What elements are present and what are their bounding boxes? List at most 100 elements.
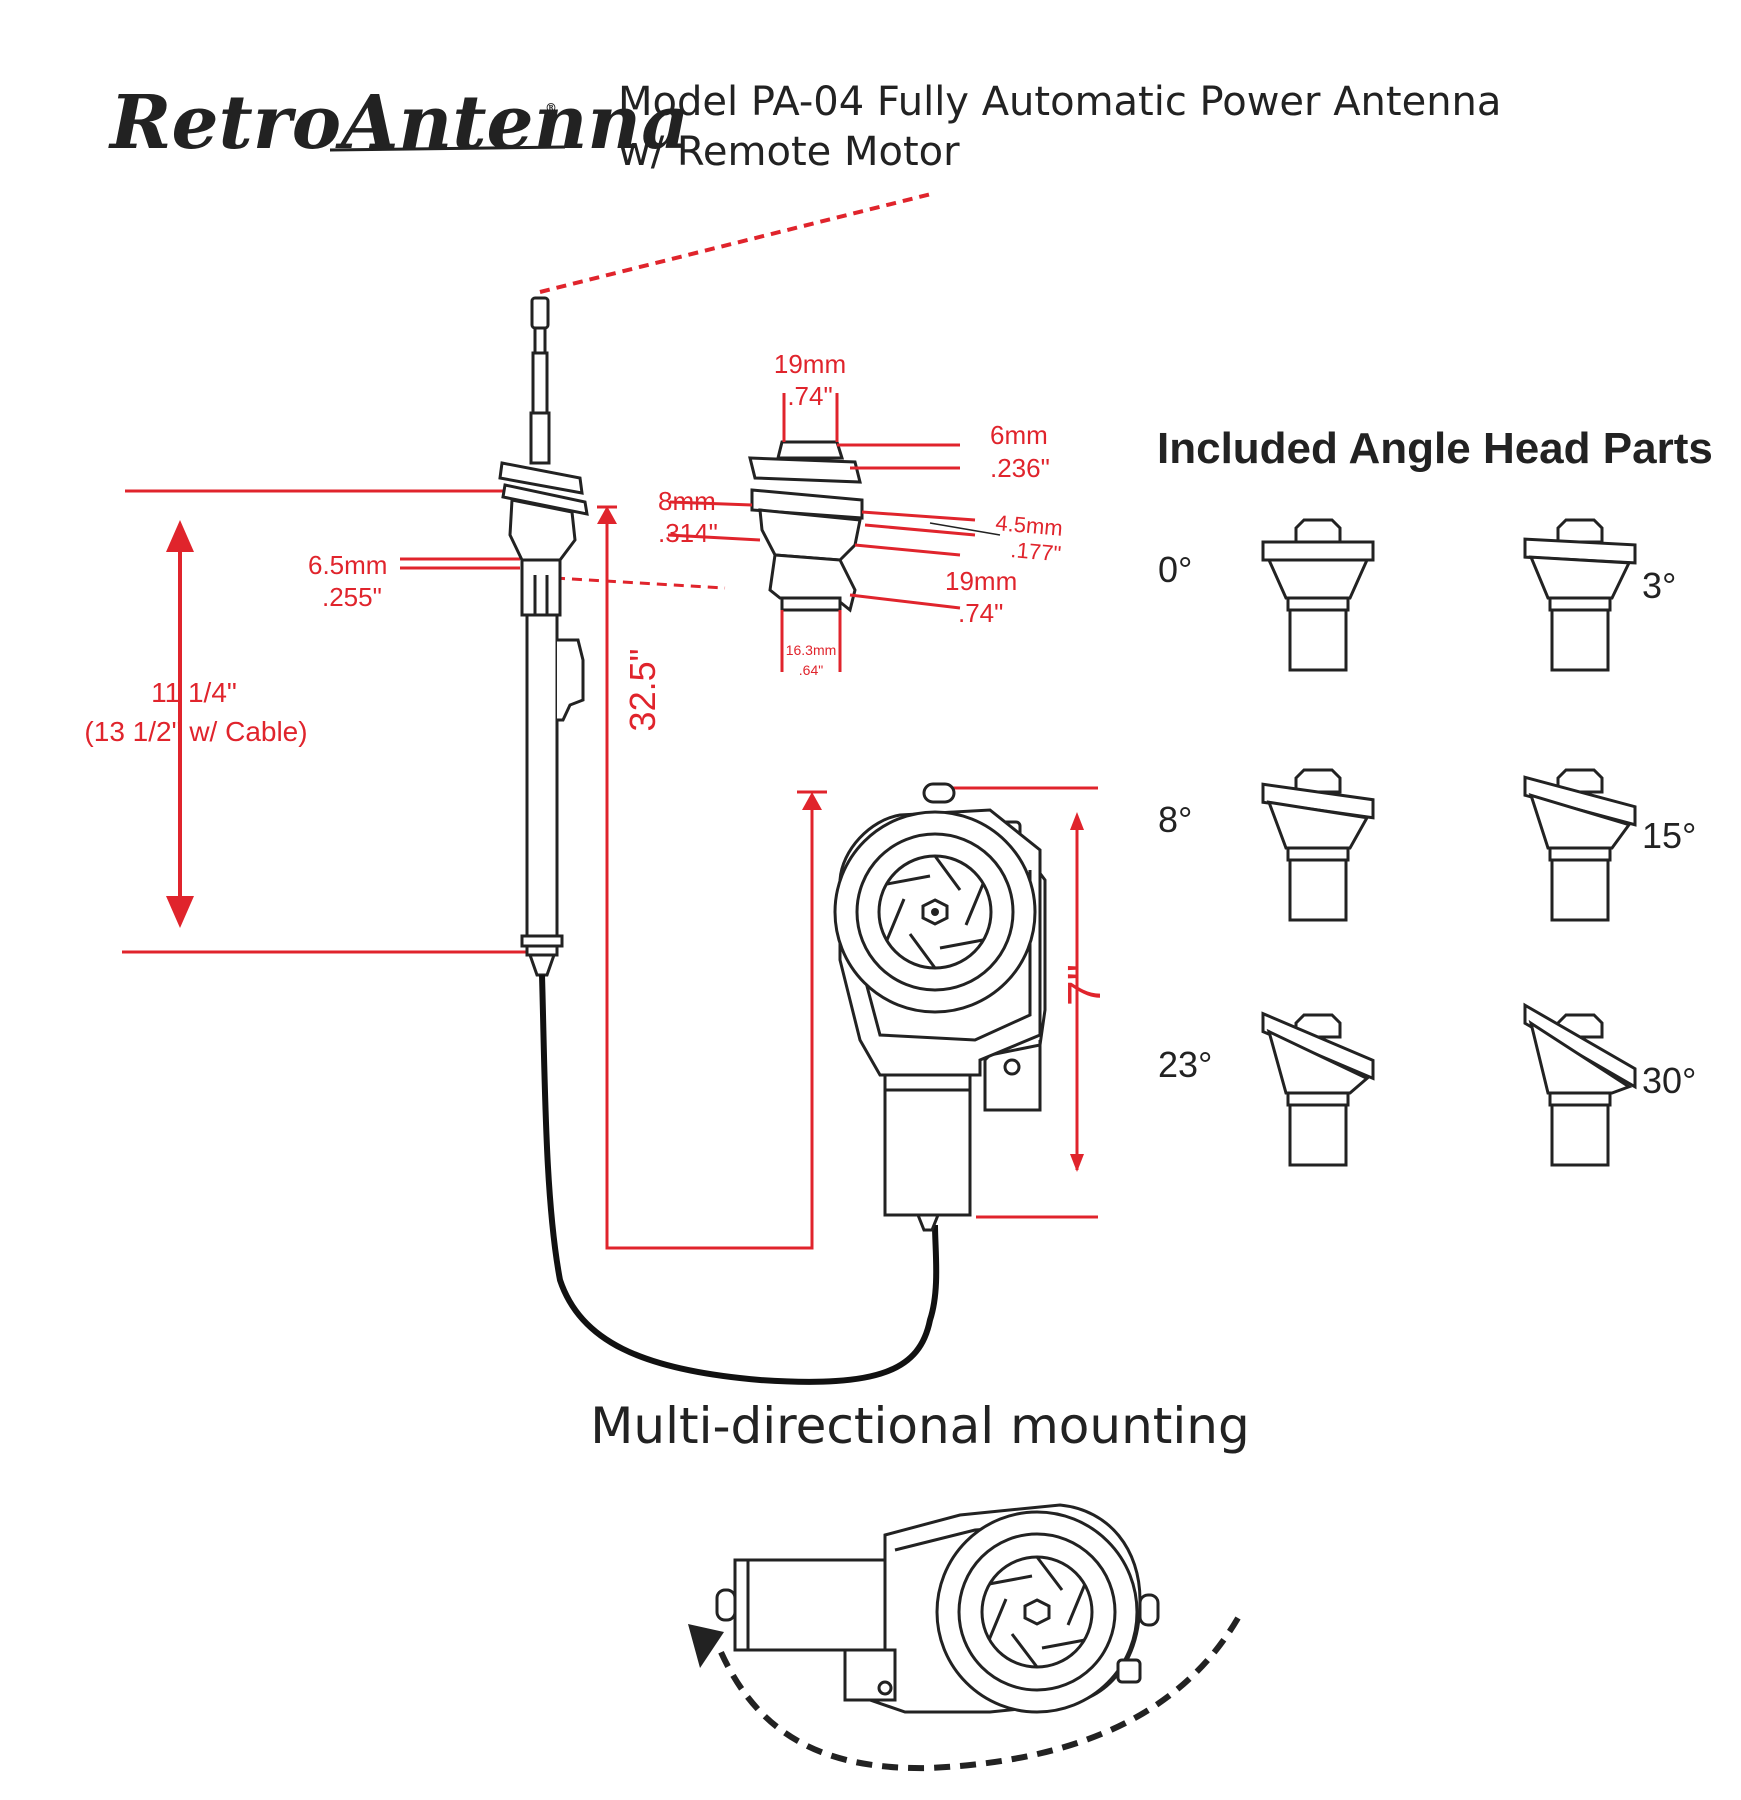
detail-body-lines [849, 543, 961, 610]
angle-part-washer [1261, 782, 1375, 820]
angle-part-label: 3° [1642, 565, 1676, 606]
mast-diameter-mm: 6.5mm [308, 550, 387, 580]
head-nut-in: .236" [990, 453, 1050, 483]
mast-extension-line [539, 191, 936, 294]
angle-part-bezel [1528, 793, 1632, 850]
angle-part-neck [1286, 1091, 1350, 1107]
mast-segment-2 [531, 351, 549, 415]
angle-part-tube [1288, 1103, 1348, 1167]
head-body-in: .74" [958, 598, 1003, 628]
mount-ring [501, 483, 589, 516]
mounting-caption: Multi-directional mounting [590, 1397, 1249, 1455]
angle-parts-heading: Included Angle Head Parts [1157, 424, 1713, 473]
angle-part-bezel [1528, 555, 1632, 600]
mast-tip [530, 296, 550, 330]
cable-bracket [557, 638, 585, 722]
head-base-mm: 16.3mm [786, 642, 837, 658]
detail-left-lines [667, 500, 761, 542]
body-length: 11 1/4" [151, 677, 237, 708]
motor-mount-bolt [1003, 1058, 1021, 1076]
motor-arrow-up [802, 792, 822, 810]
detail-washer-top [748, 456, 862, 484]
angle-part-tube [1288, 858, 1348, 922]
detail-body [768, 553, 857, 613]
motor-height-head-top [1070, 812, 1084, 830]
angle-part-4 [1261, 1011, 1375, 1167]
angle-part-label: 15° [1642, 815, 1696, 856]
angle-part-label: 8° [1158, 799, 1192, 840]
head-left-in: .314" [658, 518, 718, 548]
head-left-mm: 8mm [658, 486, 716, 516]
detail-bezel [758, 508, 862, 562]
angle-part-5 [1523, 1002, 1637, 1167]
angle-part-neck [1548, 1091, 1612, 1107]
motor-height-refs [950, 786, 1098, 1219]
title-line-1: Model PA-04 Fully Automatic Power Antenn… [618, 79, 1501, 125]
detail-base-lines [780, 610, 842, 672]
detail-nut [776, 440, 845, 460]
head-ring-in: .177" [1010, 537, 1063, 566]
motor-height-head-bottom [1070, 1154, 1084, 1172]
mast-neck-lines [533, 575, 549, 615]
rot-motor-knob [1138, 1593, 1160, 1627]
body-length-with-cable: (13 1/2" w/ Cable) [84, 716, 307, 747]
detail-ring-lines [861, 510, 976, 537]
arrow-head-down [166, 896, 194, 928]
angle-part-3 [1523, 768, 1637, 922]
detail-top-width-lines [782, 393, 839, 442]
antenna-tube [525, 613, 559, 957]
angle-part-washer [1523, 1002, 1637, 1090]
tube-end [527, 953, 557, 977]
detail-base [780, 596, 842, 612]
rotation-arrow-head [688, 1624, 724, 1668]
rot-motor-bolt [877, 1680, 893, 1696]
tube-collar [520, 934, 564, 948]
angle-part-1 [1523, 518, 1637, 672]
brand-logo: RetroAntenna ® [108, 80, 689, 166]
rot-shutter-blades [987, 1556, 1087, 1668]
mast-ref-dash [554, 576, 726, 590]
angle-part-neck [1548, 596, 1612, 612]
angle-parts-panel: Included Angle Head Parts 0°3°8°15°23°30… [1157, 424, 1713, 1167]
angle-part-washer [1523, 775, 1637, 827]
arrow-head-up [166, 520, 194, 552]
motor-unit [833, 782, 1047, 1232]
shutter-blades [885, 855, 985, 969]
head-body-mm: 19mm [945, 566, 1017, 596]
extended-length: 32.5" [622, 649, 663, 732]
mast-neck [520, 558, 562, 617]
rot-hub-nut [1023, 1598, 1051, 1626]
angle-part-label: 23° [1158, 1044, 1212, 1085]
title-line-2: w/ Remote Motor [618, 129, 960, 175]
angle-part-washer [1261, 1011, 1375, 1081]
logo-text: RetroAntenna [108, 80, 689, 166]
angle-part-tube [1288, 608, 1348, 672]
head-top-width-in: .74" [787, 381, 832, 411]
angle-part-tube [1550, 608, 1610, 672]
mast-diameter-lines [400, 557, 520, 570]
antenna-assembly [498, 296, 589, 977]
angle-part-0 [1261, 518, 1375, 672]
detail-nut-lines [837, 443, 960, 470]
rot-motor-tab [1116, 1658, 1142, 1684]
dimension-lines [122, 191, 1098, 1250]
head-nut-mm: 6mm [990, 420, 1048, 450]
motor-drive-housing [883, 1073, 972, 1217]
extended-arrow-up [597, 506, 617, 524]
mount-nut-top [498, 461, 584, 495]
angle-part-neck [1548, 846, 1612, 862]
logo-underline [329, 145, 566, 152]
head-detail: 19mm .74" 6mm .236" 8mm .314" 4.5mm .177… [658, 349, 1064, 678]
angle-part-2 [1261, 768, 1375, 922]
rot-motor-drive [733, 1558, 887, 1652]
mast-segment-1 [533, 326, 547, 355]
drive-cable [539, 974, 940, 1385]
angle-part-neck [1286, 596, 1350, 612]
extended-length-bracket [605, 520, 814, 1250]
angle-part-bezel [1266, 800, 1370, 850]
motor-hub-center [931, 908, 939, 916]
angle-part-nut [1294, 518, 1342, 544]
motor-cable-port [915, 1213, 941, 1232]
rot-motor-cap [715, 1588, 737, 1622]
